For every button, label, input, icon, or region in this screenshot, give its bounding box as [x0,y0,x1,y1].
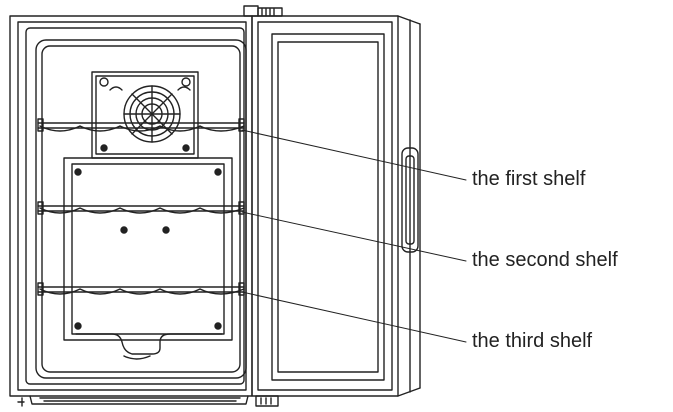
fan-housing [91,71,199,159]
label-first-shelf: the first shelf [472,168,586,190]
shelf-2 [37,201,245,215]
leader-line-first-shelf [241,129,467,181]
shelf-3 [37,282,245,296]
label-third-shelf: the third shelf [472,330,593,352]
back-plate [63,157,233,360]
label-second-shelf: the second shelf [472,249,618,271]
door-handle [401,147,419,253]
shelf-1 [37,118,245,132]
leader-line-second-shelf [241,211,467,262]
leader-line-third-shelf [241,291,467,343]
door [251,15,421,397]
